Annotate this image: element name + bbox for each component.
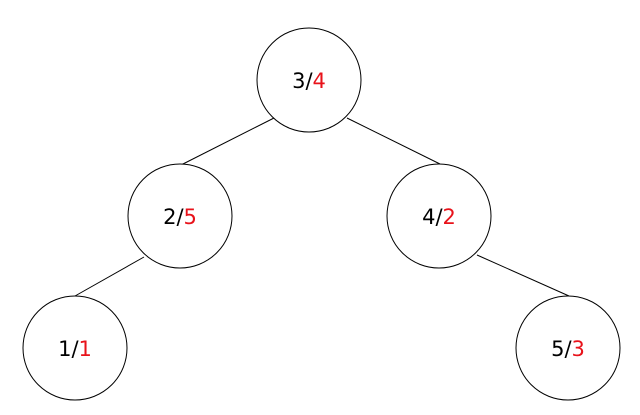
node-secondary-value: 3 xyxy=(572,337,585,361)
node-circle xyxy=(127,163,233,269)
tree-node: 1/1 xyxy=(22,295,128,401)
node-label: 2/5 xyxy=(163,205,197,229)
node-secondary-value: 4 xyxy=(313,69,326,93)
node-secondary-value: 1 xyxy=(79,337,92,361)
node-label: 3/4 xyxy=(292,69,326,93)
node-value: 2 xyxy=(163,205,176,229)
node-label: 4/2 xyxy=(422,205,456,229)
tree-node: 5/3 xyxy=(515,295,621,401)
node-secondary-value: 2 xyxy=(443,205,456,229)
node-circle xyxy=(256,27,362,133)
node-separator: / xyxy=(305,69,313,93)
edge-n3-n5 xyxy=(476,254,570,297)
node-value: 4 xyxy=(422,205,435,229)
node-separator: / xyxy=(71,337,79,361)
tree-node: 4/2 xyxy=(386,163,492,269)
node-circle xyxy=(22,295,128,401)
node-separator: / xyxy=(564,337,572,361)
edge-n2-n4 xyxy=(74,256,145,297)
node-value: 1 xyxy=(58,337,71,361)
node-value: 5 xyxy=(551,337,564,361)
edge-n1-n2 xyxy=(180,116,277,166)
node-separator: / xyxy=(176,205,184,229)
node-secondary-value: 5 xyxy=(184,205,197,229)
edge-n1-n3 xyxy=(346,117,441,165)
node-label: 5/3 xyxy=(551,337,585,361)
node-label: 1/1 xyxy=(58,337,92,361)
node-circle xyxy=(386,163,492,269)
node-value: 3 xyxy=(292,69,305,93)
node-separator: / xyxy=(435,205,443,229)
tree-node: 3/4 xyxy=(256,27,362,133)
node-circle xyxy=(515,295,621,401)
tree-node: 2/5 xyxy=(127,163,233,269)
